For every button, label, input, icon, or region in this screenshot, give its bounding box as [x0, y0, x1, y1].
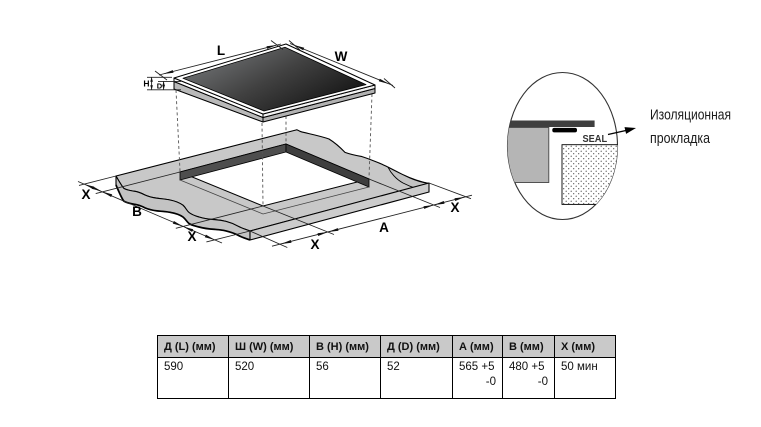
svg-text:X: X [81, 187, 90, 202]
svg-text:W: W [335, 49, 348, 64]
svg-text:H: H [143, 79, 149, 89]
svg-text:D: D [157, 81, 163, 90]
svg-text:X: X [310, 237, 319, 252]
svg-text:L: L [217, 43, 225, 58]
svg-text:B: B [132, 204, 142, 219]
svg-text:X: X [187, 229, 196, 244]
svg-text:Изоляционная: Изоляционная [650, 108, 731, 124]
svg-text:SEAL: SEAL [583, 134, 608, 145]
svg-text:прокладка: прокладка [650, 131, 711, 147]
svg-text:A: A [379, 220, 389, 235]
svg-text:X: X [450, 200, 459, 215]
